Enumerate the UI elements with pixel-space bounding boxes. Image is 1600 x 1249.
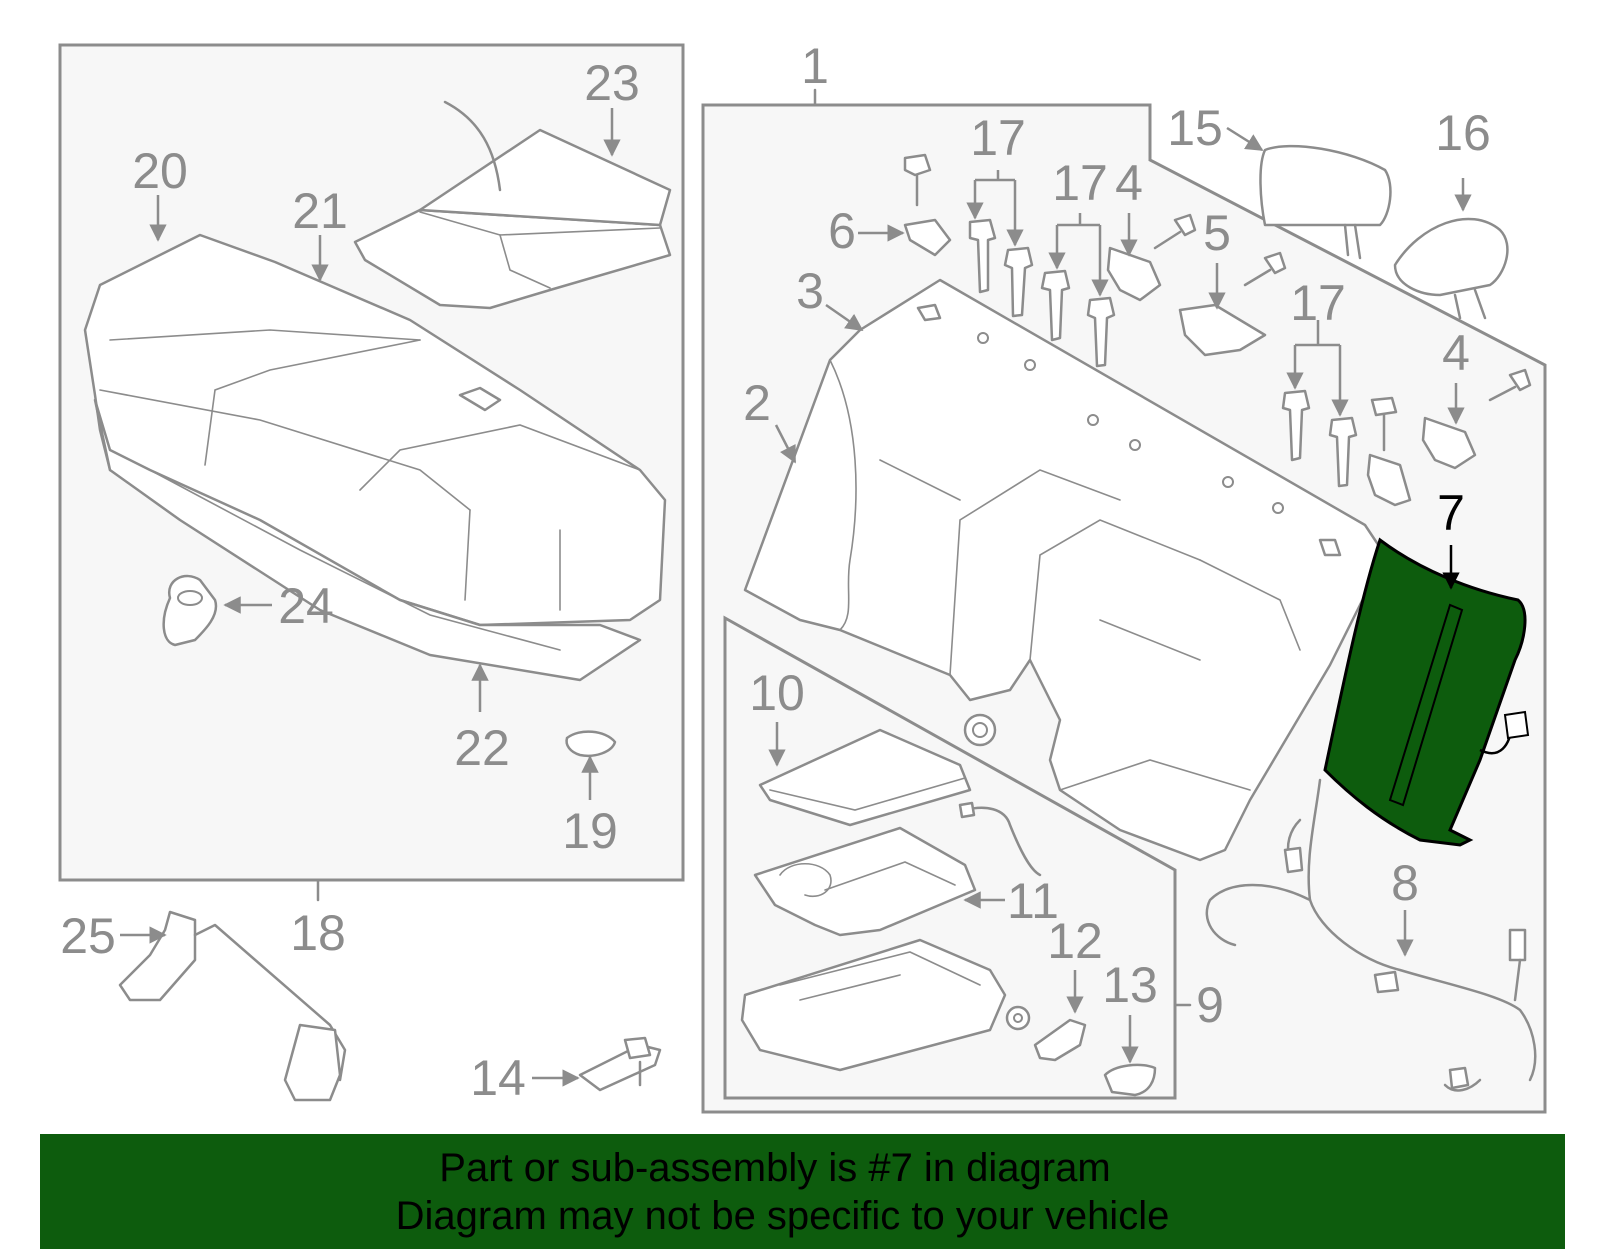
callout-10: 10 — [749, 665, 805, 721]
callout-6: 6 — [828, 203, 856, 259]
banner-part-note: Part or sub-assembly is #7 in diagram — [439, 1145, 1111, 1190]
callout-7: 7 — [1437, 485, 1465, 541]
part-6-bracket — [903, 218, 952, 257]
callout-25: 25 — [60, 908, 116, 964]
part-16-headrest — [1393, 217, 1509, 320]
bolts — [903, 153, 1532, 452]
banner-disclaimer: Diagram may not be specific to your vehi… — [395, 1193, 1170, 1238]
part-13-cover — [1103, 1063, 1157, 1097]
callout-3: 3 — [796, 263, 824, 319]
callout-16: 16 — [1435, 105, 1491, 161]
callout-17-c: 17 — [1290, 275, 1346, 331]
part-19-cap — [565, 730, 617, 757]
part-25-bracket — [118, 910, 347, 1102]
part-15-headrest — [1259, 144, 1392, 260]
part-17-headrest-guides — [968, 218, 1358, 488]
callout-5: 5 — [1203, 205, 1231, 261]
banner-background — [40, 1134, 1565, 1249]
callout-11: 11 — [1007, 873, 1059, 929]
part-12-washer — [1005, 1005, 1031, 1031]
callout-labels: 1 2 3 4 4 5 6 7 8 9 10 11 12 13 14 15 16… — [60, 38, 1491, 1106]
callout-15: 15 — [1167, 100, 1223, 156]
callout-14: 14 — [470, 1050, 526, 1106]
callout-17-b: 17 — [1052, 155, 1108, 211]
armrest-wire — [958, 801, 1042, 877]
part-11-armrest-tray — [753, 826, 977, 937]
callout-19: 19 — [562, 803, 618, 859]
part-2-seatback-cover — [743, 278, 1387, 862]
part-12-bracket — [1033, 1018, 1087, 1062]
callout-13: 13 — [1102, 957, 1158, 1013]
latch-cover — [1366, 453, 1412, 507]
grommet — [963, 713, 997, 747]
info-banner: Part or sub-assembly is #7 in diagram Di… — [40, 1134, 1565, 1249]
callout-17-a: 17 — [970, 110, 1026, 166]
callout-2: 2 — [743, 375, 771, 431]
callout-1: 1 — [801, 38, 829, 94]
part-4-hinge-lower — [1421, 416, 1477, 470]
callout-22: 22 — [454, 720, 510, 776]
callout-9: 9 — [1196, 977, 1224, 1033]
part-24-hook — [162, 574, 218, 647]
part-14-bracket — [578, 1036, 662, 1092]
callout-18: 18 — [290, 905, 346, 961]
callout-4-upper: 4 — [1115, 155, 1143, 211]
callout-20: 20 — [132, 143, 188, 199]
callout-23: 23 — [584, 55, 640, 111]
part-9-armrest-base — [740, 938, 1007, 1072]
callout-12: 12 — [1047, 913, 1103, 969]
part-8-wire-harness — [1205, 778, 1537, 1092]
part-22-cushion-frame — [93, 398, 642, 682]
part-7-seatback-panel — [1323, 537, 1530, 847]
part-10-armrest-lid — [758, 728, 972, 827]
callout-21: 21 — [292, 183, 348, 239]
callout-24: 24 — [278, 578, 334, 634]
part-23-cushion-pad — [353, 100, 672, 310]
callout-8: 8 — [1391, 855, 1419, 911]
leader-lines — [120, 108, 1472, 1087]
callout-4-lower: 4 — [1442, 325, 1470, 381]
part-4-hinge-upper — [1106, 246, 1162, 302]
